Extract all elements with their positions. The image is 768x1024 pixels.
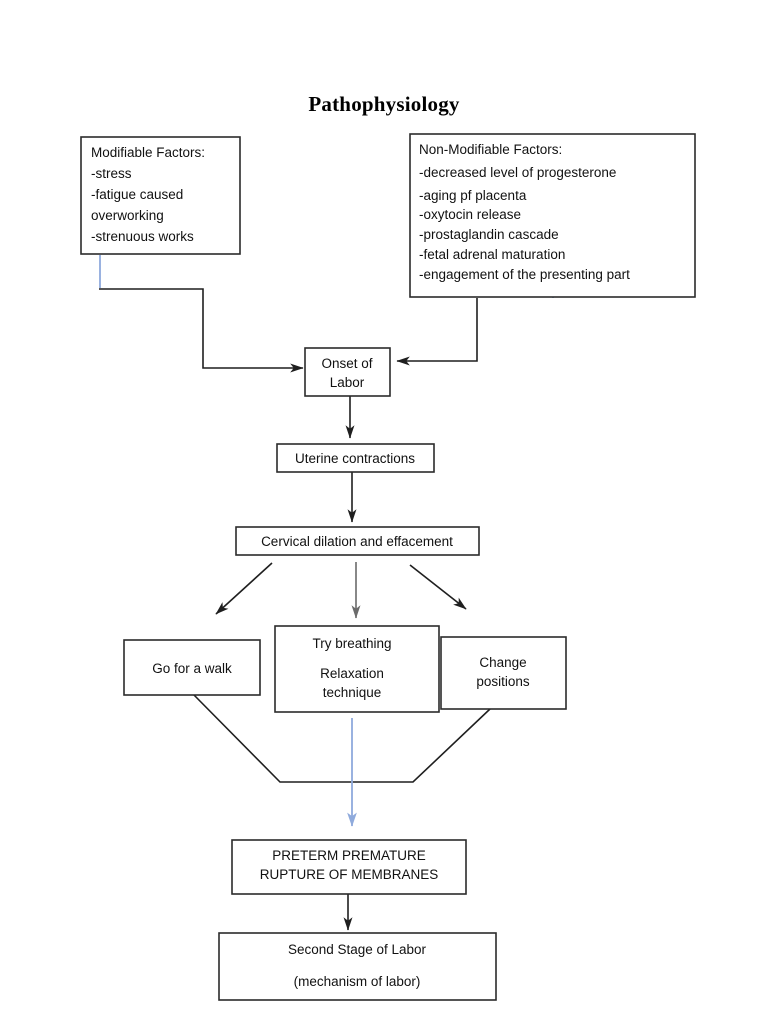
non-modifiable-item-1: -decreased level of progesterone [419, 165, 616, 180]
node-modifiable-factors[interactable]: Modifiable Factors: -stress -fatigue cau… [80, 136, 241, 255]
modifiable-item-3: overworking [91, 208, 164, 223]
positions-line-1: Change [479, 655, 526, 670]
pprom-line-1: PRETERM PREMATURE [272, 848, 426, 863]
onset-line-2: Labor [330, 375, 365, 390]
node-go-for-a-walk[interactable]: Go for a walk [123, 639, 261, 696]
node-pprom[interactable]: PRETERM PREMATURE RUPTURE OF MEMBRANES [231, 839, 467, 895]
onset-line-1: Onset of [321, 356, 372, 371]
uterine-label: Uterine contractions [295, 451, 415, 466]
node-try-breathing[interactable]: Try breathing Relaxation technique [274, 625, 440, 713]
non-modifiable-item-5: -fetal adrenal maturation [419, 247, 565, 262]
node-uterine-contractions[interactable]: Uterine contractions [276, 443, 435, 473]
pprom-line-2: RUPTURE OF MEMBRANES [260, 867, 439, 882]
second-stage-line-1: Second Stage of Labor [288, 942, 427, 957]
modifiable-item-1: -stress [91, 166, 132, 181]
modifiable-heading: Modifiable Factors: [91, 145, 205, 160]
edge-cervical-to-positions [409, 564, 467, 610]
node-change-positions[interactable]: Change positions [440, 636, 567, 710]
node-cervical-dilation[interactable]: Cervical dilation and effacement [235, 526, 480, 556]
edge-nonmodifiable-to-onset [396, 298, 478, 366]
second-stage-line-2: (mechanism of labor) [294, 974, 421, 989]
non-modifiable-heading: Non-Modifiable Factors: [419, 142, 562, 157]
breathing-line-1: Try breathing [312, 636, 391, 651]
node-non-modifiable-factors[interactable]: Non-Modifiable Factors: -decreased level… [409, 133, 696, 298]
edge-modifiable-to-onset [99, 288, 304, 373]
modifiable-item-4: -strenuous works [91, 229, 194, 244]
non-modifiable-item-2: -aging pf placenta [419, 188, 527, 203]
cervical-label: Cervical dilation and effacement [261, 534, 453, 549]
positions-line-2: positions [476, 674, 530, 689]
walk-label: Go for a walk [152, 661, 232, 676]
non-modifiable-item-6: -engagement of the presenting part [419, 267, 630, 282]
breathing-line-2: Relaxation [320, 666, 384, 681]
edge-interventions-trapezoid [192, 693, 491, 783]
non-modifiable-item-4: -prostaglandin cascade [419, 227, 559, 242]
breathing-line-3: technique [323, 685, 382, 700]
node-second-stage-of-labor[interactable]: Second Stage of Labor (mechanism of labo… [218, 932, 497, 1001]
modifiable-item-2: -fatigue caused [91, 187, 183, 202]
edge-cervical-to-walk [215, 562, 273, 615]
page-title: Pathophysiology [308, 92, 460, 116]
non-modifiable-item-3: -oxytocin release [419, 207, 521, 222]
node-onset-of-labor[interactable]: Onset of Labor [304, 347, 391, 397]
